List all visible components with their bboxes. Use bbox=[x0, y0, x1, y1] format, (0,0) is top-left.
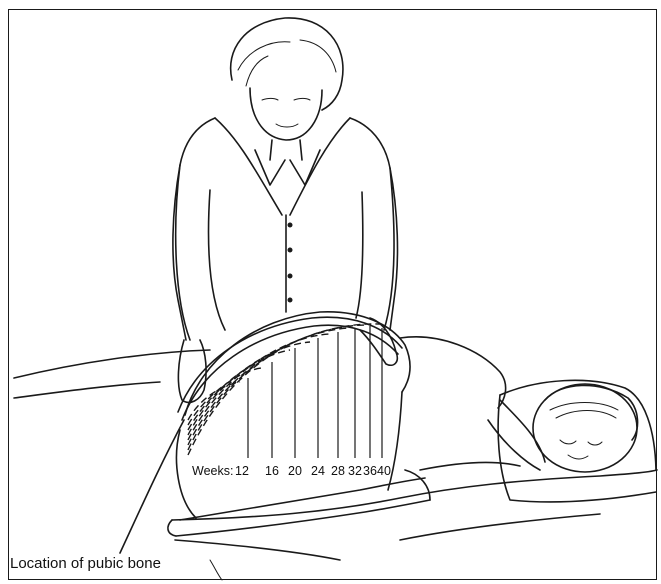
week-20: 20 bbox=[288, 464, 302, 478]
week-lines bbox=[248, 326, 382, 458]
pillow bbox=[498, 380, 656, 502]
week-16: 16 bbox=[265, 464, 279, 478]
doctor bbox=[173, 18, 398, 402]
doctor-right-hand bbox=[360, 318, 397, 365]
weeks-label: Weeks: bbox=[192, 464, 233, 478]
week-40: 40 bbox=[377, 464, 391, 478]
week-12: 12 bbox=[235, 464, 249, 478]
week-28: 28 bbox=[331, 464, 345, 478]
doctor-hair bbox=[231, 18, 343, 110]
doctor-left-hand bbox=[178, 340, 206, 402]
week-numbers: 12 16 20 24 28 32 36 40 bbox=[235, 464, 391, 478]
pubic-bone-pointer bbox=[120, 420, 184, 553]
week-32: 32 bbox=[348, 464, 362, 478]
week-24: 24 bbox=[311, 464, 325, 478]
pubic-bone-label: Location of pubic bone bbox=[10, 555, 161, 572]
doctor-face bbox=[250, 88, 322, 140]
patient bbox=[168, 337, 638, 536]
week-36: 36 bbox=[363, 464, 377, 478]
